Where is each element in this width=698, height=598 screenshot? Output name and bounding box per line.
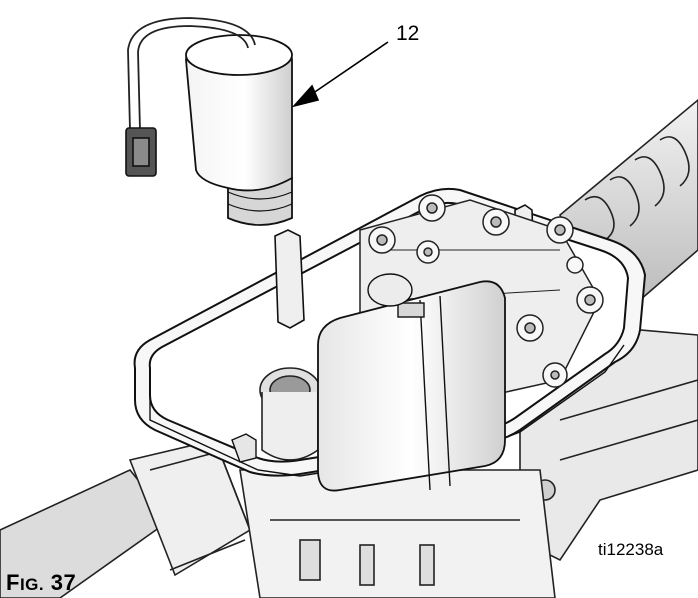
drawing-id: ti12238a [598, 540, 664, 559]
figure-caption: FIG. 37 [6, 570, 76, 596]
gun-base [239, 469, 556, 598]
part-12-sensor-cap [185, 34, 293, 226]
bolts [368, 194, 604, 388]
wire-connector [125, 127, 157, 177]
callout-label-12: 12 [396, 22, 420, 45]
sensor-wire-leads [127, 17, 256, 131]
inlet-fitting [0, 439, 251, 598]
caption-number: 37 [50, 570, 77, 595]
battery-pack [317, 273, 506, 492]
callout-leader-arrow [291, 41, 389, 108]
caption-rest: IG. [19, 575, 45, 594]
threaded-port [259, 367, 321, 461]
caption-initial: F [6, 570, 20, 595]
